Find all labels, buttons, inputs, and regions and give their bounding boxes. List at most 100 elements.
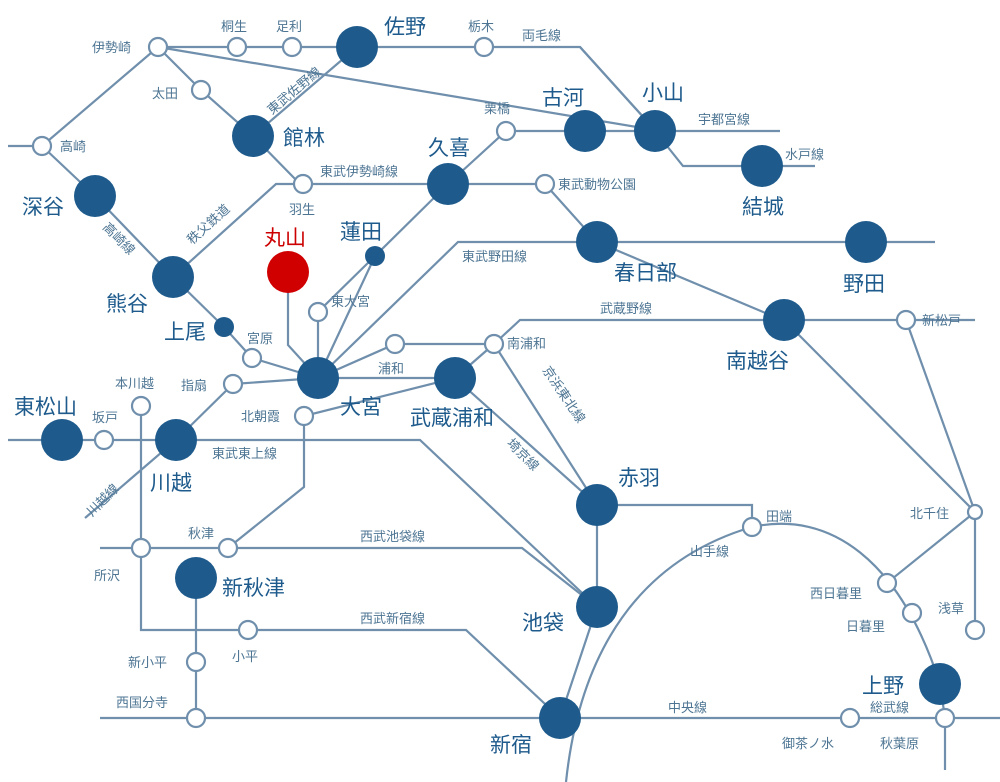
- station-sashiogi[interactable]: [222, 373, 244, 395]
- seibu-shinjuku-line: [248, 628, 561, 719]
- label-minamiurawa: 南浦和: [507, 336, 546, 352]
- label-kawagoe: 川越: [150, 471, 192, 495]
- station-minamiurawa[interactable]: [483, 333, 505, 355]
- station-noda[interactable]: [845, 221, 887, 263]
- station-takasaki[interactable]: [31, 135, 53, 157]
- label-ashikaga: 足利: [276, 20, 302, 35]
- keihin-tohoku-line: [493, 343, 598, 506]
- station-kumagaya[interactable]: [152, 256, 194, 298]
- station-tochigi[interactable]: [473, 36, 495, 58]
- tobu-sano-line: [252, 46, 358, 137]
- station-higashiomiya[interactable]: [307, 301, 329, 323]
- kawagoe-line: [84, 376, 319, 519]
- label-shinakitsu: 新秋津: [222, 576, 285, 600]
- minor-labels: 伊勢崎 桐生 足利 栃木 太田 高崎 羽生 栗橋 東武動物公園 東大宮 宮原 浦…: [60, 20, 964, 752]
- rail-lines: [8, 45, 1000, 782]
- station-kurihashi[interactable]: [495, 120, 517, 142]
- station-hasuda[interactable]: [365, 246, 385, 266]
- label-kitasenju: 北千住: [910, 507, 949, 522]
- station-nippori[interactable]: [901, 602, 923, 624]
- label-kasukabe: 春日部: [614, 261, 677, 285]
- station-ochanomizu[interactable]: [839, 707, 861, 729]
- line-label-musashino: 武蔵野線: [600, 301, 652, 317]
- label-minamikoshigaya: 南越谷: [726, 349, 789, 373]
- station-sakado[interactable]: [93, 429, 115, 451]
- station-shinjuku[interactable]: [539, 697, 581, 739]
- label-shinjuku: 新宿: [490, 733, 532, 757]
- station-ageo[interactable]: [214, 317, 234, 337]
- label-kitaasaka: 北朝霞: [241, 410, 280, 425]
- label-noda: 野田: [843, 272, 885, 296]
- line-label-chichibu: 秩父鉄道: [185, 202, 234, 248]
- label-tokorozawa: 所沢: [94, 569, 120, 584]
- line-label-utsunomiya: 宇都宮線: [698, 112, 750, 128]
- station-omiya[interactable]: [297, 357, 339, 399]
- station-akihabara[interactable]: [934, 707, 956, 729]
- station-ikebukuro[interactable]: [576, 586, 618, 628]
- station-tatebayashi[interactable]: [232, 115, 274, 157]
- line-label-seibushinjuku: 西武新宿線: [360, 611, 425, 627]
- station-urawa[interactable]: [384, 333, 406, 355]
- station-akabane[interactable]: [576, 484, 618, 526]
- label-tatebayashi: 館林: [283, 126, 325, 150]
- station-kodaira[interactable]: [237, 619, 259, 641]
- station-kuki[interactable]: [427, 163, 469, 205]
- station-maruyama[interactable]: [267, 251, 309, 293]
- station-kawagoeshi[interactable]: [130, 395, 152, 417]
- station-ota[interactable]: [190, 79, 212, 101]
- label-hanyu: 羽生: [289, 203, 315, 218]
- label-maruyama: 丸山: [264, 226, 306, 250]
- station-tokorozawa[interactable]: [130, 537, 152, 559]
- line-label-mito: 水戸線: [785, 147, 824, 163]
- station-hanyu[interactable]: [292, 173, 314, 195]
- label-ikebukuro: 池袋: [522, 611, 564, 635]
- line-label-seibuikebukuro: 西武池袋線: [360, 529, 425, 545]
- station-akitsu[interactable]: [217, 537, 239, 559]
- label-ueno: 上野: [862, 674, 904, 698]
- station-oyama[interactable]: [634, 110, 676, 152]
- station-yuki[interactable]: [741, 145, 783, 187]
- label-oyama: 小山: [642, 81, 684, 105]
- station-kiryu[interactable]: [226, 36, 248, 58]
- station-minamikoshigaya[interactable]: [763, 299, 805, 341]
- line-label-takasaki: 高崎線: [99, 220, 138, 259]
- station-sano[interactable]: [336, 26, 378, 68]
- station-kitasenju[interactable]: [966, 503, 984, 521]
- label-akitsu: 秋津: [188, 527, 214, 542]
- kitasenju-nishinippori: [886, 511, 976, 584]
- label-urawa: 浦和: [378, 362, 404, 377]
- station-higashimatsuyama[interactable]: [41, 419, 83, 461]
- station-miyahara[interactable]: [241, 347, 263, 369]
- station-musashiurawa[interactable]: [434, 357, 476, 399]
- station-ueno[interactable]: [919, 663, 961, 705]
- station-ashikaga[interactable]: [281, 36, 303, 58]
- label-tabata: 田端: [766, 510, 792, 525]
- station-shinkodaira[interactable]: [185, 651, 207, 673]
- station-tobudobutsukoen[interactable]: [534, 173, 556, 195]
- station-kitaasaka[interactable]: [293, 405, 315, 427]
- label-sashiogi: 指扇: [181, 378, 207, 394]
- station-isesaki[interactable]: [147, 36, 169, 58]
- musashino-west: [227, 376, 456, 549]
- label-musashiurawa: 武蔵浦和: [410, 406, 494, 430]
- label-kurihashi: 栗橋: [484, 102, 510, 117]
- label-nishinippori: 西日暮里: [810, 587, 862, 602]
- station-asakusa[interactable]: [964, 619, 986, 641]
- label-higashimatsuyama: 東松山: [14, 395, 77, 419]
- station-koga[interactable]: [564, 110, 606, 152]
- station-shinakitsu[interactable]: [175, 557, 217, 599]
- label-shinkodaira: 新小平: [128, 655, 167, 671]
- station-kasukabe[interactable]: [576, 221, 618, 263]
- label-kawagoeshi: 本川越: [115, 377, 154, 392]
- line-label-yamanote: 山手線: [690, 544, 729, 560]
- station-nishikokubunji[interactable]: [185, 707, 207, 729]
- station-fukaya[interactable]: [74, 175, 116, 217]
- label-koga: 古河: [542, 86, 584, 110]
- label-akihabara: 秋葉原: [880, 737, 919, 752]
- station-shinmatsudo[interactable]: [895, 309, 917, 331]
- station-kawagoe[interactable]: [155, 419, 197, 461]
- station-tabata[interactable]: [741, 516, 763, 538]
- label-sano: 佐野: [384, 15, 426, 39]
- label-miyahara: 宮原: [247, 331, 273, 347]
- station-nishinippori[interactable]: [876, 572, 898, 594]
